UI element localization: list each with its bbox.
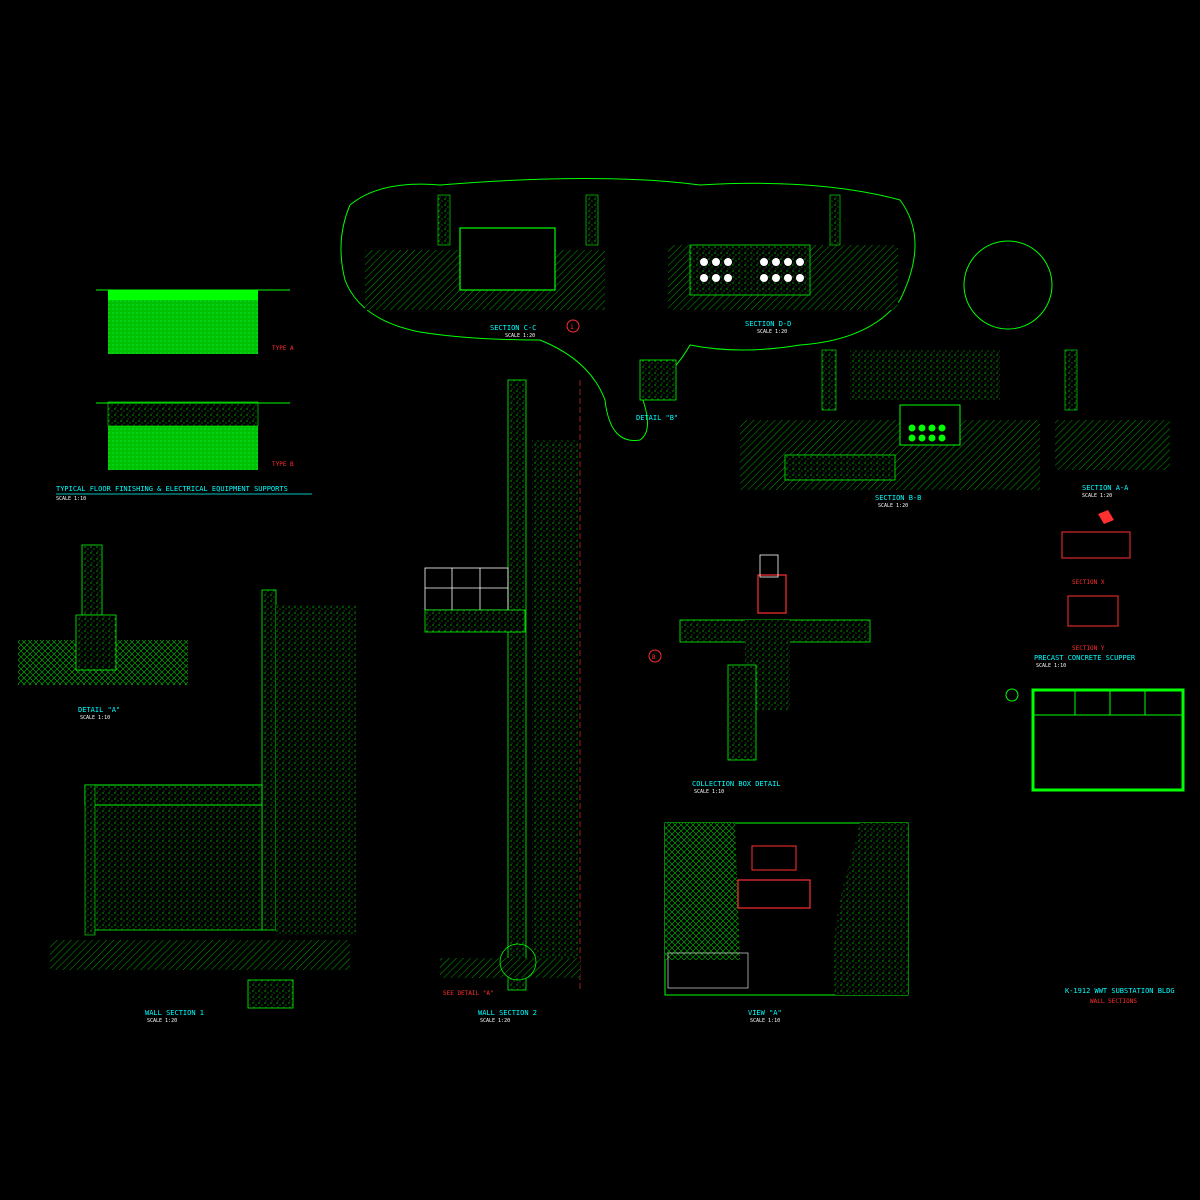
type-b-topping [107, 401, 259, 427]
section-aa-ground [1055, 420, 1170, 470]
wall-section-2-see-detail: SEE DETAIL "A" [443, 990, 494, 997]
section-cc-title: SECTION C-C [490, 324, 536, 332]
detail-a-view: DETAIL "A" SCALE 1:10 [18, 544, 188, 721]
section-aa-scale: SCALE 1:20 [1082, 493, 1112, 499]
type-a-topping [108, 290, 258, 300]
section-cc-scale: SCALE 1:20 [505, 333, 535, 339]
wall-section-1-right-mass [276, 605, 356, 935]
view-a-scale: SCALE 1:10 [750, 1018, 780, 1024]
sections-bb-aa-group: SECTION B-B SCALE 1:20 SECTION A-A SCALE… [740, 240, 1170, 509]
sheet-title: WALL SECTIONS [1090, 998, 1137, 1005]
section-cc-wall-right [585, 194, 599, 246]
collection-box-scupper [757, 574, 787, 614]
section-aa-wall [1064, 349, 1078, 411]
collection-box-marker [648, 649, 662, 663]
key-plan-outline [1031, 688, 1185, 792]
wall-section-2-ground [440, 958, 580, 978]
wall-section-1-ground [50, 940, 350, 970]
view-a-title: VIEW "A" [748, 1009, 782, 1017]
wall-section-2-detail-circle [499, 943, 537, 981]
section-dd-duct-bank [689, 244, 811, 296]
collection-box-column [727, 664, 757, 761]
collection-box-head [759, 554, 779, 578]
detail-a-wall [81, 544, 103, 616]
detail-callout-circle [963, 240, 1053, 330]
wall-section-1-left-wall [84, 784, 96, 936]
wall-section-2-right-mass [532, 440, 578, 960]
wall-section-1-view: WALL SECTION 1 SCALE 1:20 [50, 589, 356, 1024]
view-a-right-hatch [833, 823, 908, 995]
scupper-x-body [1061, 531, 1131, 559]
collection-box-view: B COLLECTION BOX DETAIL SCALE 1:10 [648, 554, 871, 795]
section-cc-marker-text: 1 [570, 324, 574, 331]
detail-b-title: DETAIL "B" [636, 414, 678, 422]
detail-a-title: DETAIL "A" [78, 706, 120, 714]
detail-b-block [639, 359, 677, 401]
section-bb-footing [784, 454, 896, 481]
scupper-section-x-label: SECTION X [1072, 579, 1105, 586]
key-plan [1005, 688, 1185, 792]
wall-section-1-slab [84, 784, 263, 806]
wall-section-2-title: WALL SECTION 2 [478, 1009, 537, 1017]
wall-section-2-scale: SCALE 1:20 [480, 1018, 510, 1024]
section-cc-wall-left [437, 194, 451, 246]
wall-section-1-scale: SCALE 1:20 [147, 1018, 177, 1024]
section-bb-scale: SCALE 1:20 [878, 503, 908, 509]
floor-finishing-scale: SCALE 1:10 [56, 496, 86, 502]
view-a-left-hatch [665, 823, 740, 960]
type-a-slab [108, 290, 258, 354]
collection-box-marker-text: B [652, 654, 656, 661]
type-a-label: TYPE A [272, 345, 294, 352]
wall-section-1-title: WALL SECTION 1 [145, 1009, 204, 1017]
revision-cloud [340, 178, 916, 441]
section-bb-upper-mass [850, 350, 1000, 400]
detail-a-scale: SCALE 1:10 [80, 715, 110, 721]
wall-section-1-column [261, 589, 277, 931]
wall-section-2-view: SEE DETAIL "A" WALL SECTION 2 SCALE 1:20 [424, 379, 581, 1024]
wall-section-2-canopy-slab [424, 609, 526, 633]
detail-a-footing [75, 614, 117, 671]
key-plan-north-marker [1005, 688, 1019, 702]
wall-section-1-interior [93, 804, 263, 931]
scupper-x-arrow [1098, 510, 1114, 524]
floor-finishing-view: TYPE A TYPE B TYPICAL FLOOR FINISHING & … [56, 289, 312, 502]
section-bb-wall [821, 349, 837, 411]
collection-box-scale: SCALE 1:10 [694, 789, 724, 795]
view-a-scupper-box [737, 879, 811, 909]
section-bb-conduits [908, 424, 946, 442]
project-title: K-1912 WWT SUBSTATION BLDG [1065, 987, 1175, 995]
floor-finishing-title: TYPICAL FLOOR FINISHING & ELECTRICAL EQU… [56, 485, 288, 493]
collection-box-title: COLLECTION BOX DETAIL [692, 780, 781, 788]
section-dd-wall [829, 194, 841, 246]
section-dd-conduits [700, 258, 804, 282]
precast-scupper-scale: SCALE 1:10 [1036, 663, 1066, 669]
section-dd-scale: SCALE 1:20 [757, 329, 787, 335]
view-a-brick-band [667, 952, 749, 989]
sections-cc-dd-group: SECTION C-C SCALE 1:20 1 SECTION D-D SCA… [340, 178, 916, 441]
type-b-label: TYPE B [272, 461, 294, 468]
section-aa-title: SECTION A-A [1082, 484, 1129, 492]
scupper-section-y-label: SECTION Y [1072, 645, 1105, 652]
section-bb-title: SECTION B-B [875, 494, 921, 502]
section-cc-marker [566, 319, 580, 333]
section-dd-title: SECTION D-D [745, 320, 791, 328]
title-block: K-1912 WWT SUBSTATION BLDG WALL SECTIONS [1065, 987, 1175, 1005]
section-cc-pit [459, 227, 556, 291]
wall-section-2-column [507, 379, 527, 991]
scupper-y-body [1067, 595, 1119, 627]
precast-scupper-title: PRECAST CONCRETE SCUPPER [1034, 654, 1136, 662]
view-a-view: VIEW "A" SCALE 1:10 [664, 822, 909, 1024]
wall-section-2-canopy [424, 567, 509, 611]
wall-section-1-footing [247, 979, 294, 1009]
view-a-head [751, 845, 797, 871]
precast-scupper-view: SECTION X SECTION Y PRECAST CONCRETE SCU… [1034, 510, 1136, 669]
